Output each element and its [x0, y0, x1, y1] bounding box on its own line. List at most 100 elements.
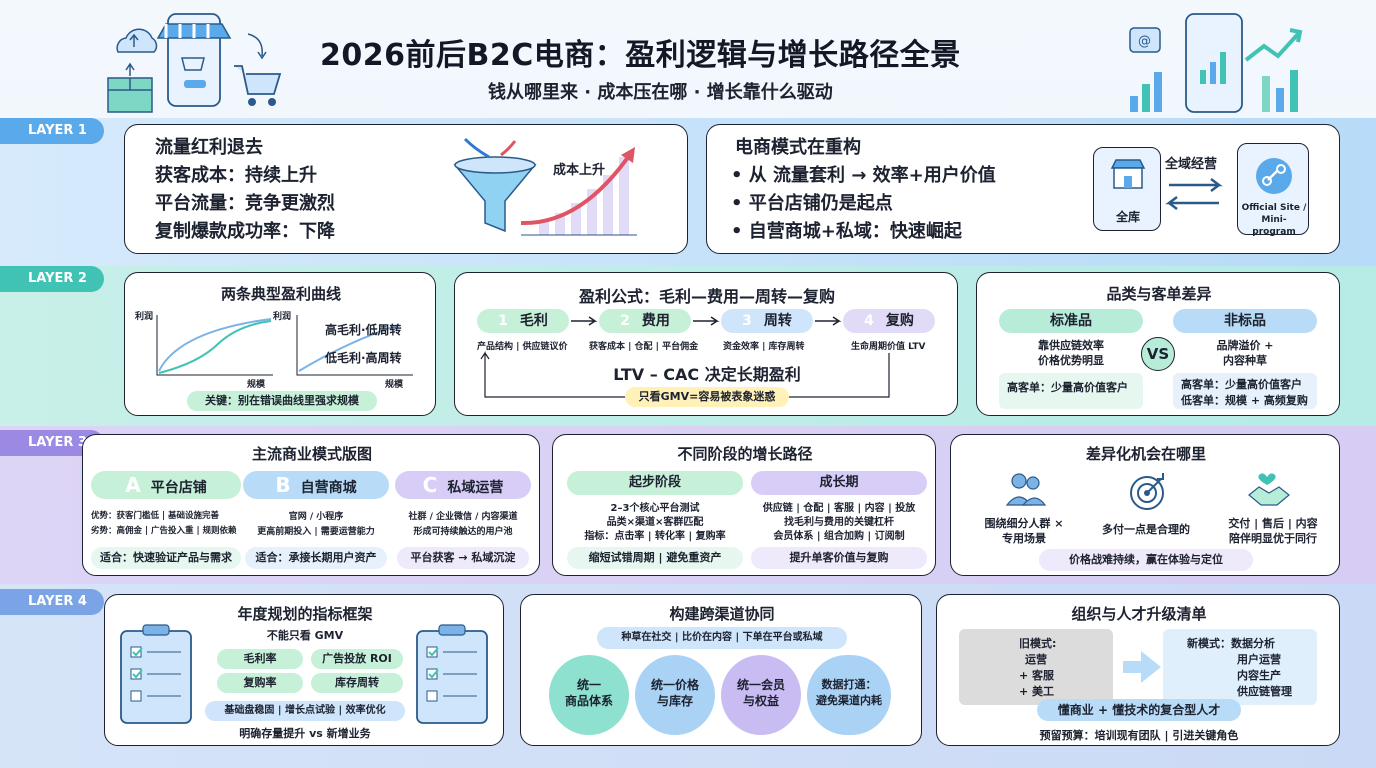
model-bullet: • 从 流量套利 → 效率+用户价值	[731, 165, 996, 186]
new-model-line: 新模式：数据分析	[1187, 637, 1275, 650]
store-label: 全库	[1115, 210, 1140, 224]
trend-arrow-icon	[1244, 28, 1303, 112]
y-axis-label: 利润	[135, 312, 154, 322]
link-icon	[1256, 158, 1292, 194]
channel-circle: 数据打通：避免渠道内耗	[807, 655, 891, 735]
email-icon: @	[1129, 27, 1161, 53]
sync-arrows-icon	[1165, 178, 1223, 210]
formula-flow-arrows	[480, 316, 890, 398]
diff-item-text: 专用场景	[1002, 532, 1046, 545]
target-icon	[1130, 473, 1164, 510]
new-model-line: 供应链管理	[1237, 685, 1292, 698]
svg-text:@: @	[1138, 34, 1151, 49]
page-subtitle: 钱从哪里来 · 成本压在哪 · 增长靠什么驱动	[488, 82, 833, 103]
layer1-tag: LAYER 1	[0, 118, 104, 144]
new-model-box	[1163, 629, 1317, 705]
new-model-line: 用户运营	[1237, 653, 1281, 666]
curves-note: 关键：别在错误曲线里强求规模	[187, 391, 377, 411]
stages-card: 不同阶段的增长路径 起步阶段 成长期 2–3个核心平台测试 品类×渠道×客群匹配…	[552, 434, 936, 576]
y-axis-label: 利润	[273, 312, 292, 322]
x-axis-label: 规模	[247, 380, 266, 390]
traffic-title: 流量红利退去	[155, 137, 263, 158]
model-bullet: • 平台店铺仍是起点	[731, 193, 893, 214]
stage-growth-note: 提升单客价值与复购	[751, 547, 927, 569]
x-axis-label: 规模	[385, 380, 404, 390]
curves-title: 两条典型盈利曲线	[220, 285, 341, 303]
step-desc: 获客成本 | 仓配 | 平台佣金	[589, 342, 699, 352]
model-a-line: 劣势：高佣金 | 广告投入重 | 规则依赖	[91, 526, 237, 536]
stage-growth-pill: 成长期	[751, 471, 927, 495]
standard-goods-pill: 标准品	[999, 309, 1143, 333]
storefront-icon	[1110, 159, 1146, 189]
step-desc: 产品结构 | 供应链议价	[477, 342, 568, 352]
model-c-line: 社群 / 企业微信 / 内容渠道	[408, 512, 518, 522]
diff-note: 价格战难持续，赢在体验与定位	[1039, 549, 1253, 571]
header-band: @ 2026前后B2C电商：盈利逻辑与增长路径全景 钱从哪里来 · 成本压在哪 …	[0, 0, 1376, 118]
model-a-line: 优势：获客门槛低 | 基础设施完善	[91, 511, 220, 521]
traffic-line: 获客成本：持续上升	[155, 165, 317, 186]
store-box: 全库	[1093, 147, 1161, 231]
ltv-cac-line: LTV – CAC 决定长期盈利	[613, 365, 801, 384]
cost-rise-label: 成本上升	[553, 163, 606, 178]
diff-item-text: 交付 | 售后 | 内容	[1228, 517, 1318, 530]
cart-icon	[234, 33, 282, 106]
stage-start-line: 品类×渠道×客群匹配	[606, 517, 704, 528]
diff-title: 差异化机会在哪里	[1085, 445, 1206, 463]
step-desc: 生命周期价值 LTV	[851, 342, 926, 352]
channel-circle: 统一价格与库存	[635, 655, 715, 735]
diff-card: 差异化机会在哪里 围绕细分人群 × 专用场景 多付一点是合理的 交付 | 售后 …	[950, 434, 1340, 576]
new-model-line: 内容生产	[1237, 669, 1281, 682]
stage-growth-line: 找毛利与费用的关键杠杆	[784, 517, 894, 528]
stage-start-line: 指标：点击率 | 转化率 | 复购率	[584, 531, 726, 542]
channel-circle: 统一商品体系	[549, 655, 629, 735]
stage-growth-line: 供应链 | 仓配 | 客服 | 内容 | 投放	[762, 503, 916, 514]
phone-store-icon	[156, 13, 232, 107]
clipboard-checklist-icon	[416, 624, 488, 724]
layer3-tag: LAYER 3	[0, 430, 104, 456]
std-note-box	[999, 373, 1143, 409]
clipboard-icons	[120, 624, 488, 724]
model-bullet: • 自营商城+私域：快速崛起	[731, 221, 962, 242]
page-title: 2026前后B2C电商：盈利逻辑与增长路径全景	[320, 38, 961, 73]
layer4-tag: LAYER 4	[0, 589, 104, 615]
stage-start-note: 缩短试错周期 | 避免重资产	[567, 547, 743, 569]
phone-chart-icon	[1185, 13, 1243, 113]
formula-title: 盈利公式：毛利—费用—周转—复购	[578, 287, 835, 306]
diff-item-text: 围绕细分人群 ×	[984, 517, 1064, 530]
model-b-line: 更高前期投入 | 需要运营能力	[257, 527, 375, 537]
model-card: 电商模式在重构 • 从 流量套利 → 效率+用户价值 • 平台店铺仍是起点 • …	[706, 124, 1340, 254]
traffic-line: 平台流量：竞争更激烈	[155, 193, 335, 214]
model-b-line: 官网 / 小程序	[288, 512, 344, 522]
model-c-fit: 平台获客 → 私域沉淀	[397, 547, 529, 569]
omnichannel-label: 全域经营	[1165, 157, 1218, 172]
stage-start-line: 2–3个核心平台测试	[610, 503, 700, 514]
kpi-metric: 毛利率	[217, 649, 303, 669]
old-model-line: 旧模式:	[1019, 637, 1057, 650]
traffic-card: 流量红利退去 获客成本：持续上升 平台流量：竞争更激烈 复制爆款成功率：下降 成…	[124, 124, 688, 254]
funnel-cost-illustration	[453, 137, 637, 236]
official-site-box: Official Site / Mini-program	[1237, 143, 1309, 237]
org-title: 组织与人才升级清单	[1071, 605, 1207, 623]
vs-badge: VS	[1141, 337, 1175, 371]
diff-icons	[1005, 473, 1290, 510]
std-note: 高客单：少量高价值客户	[1007, 381, 1128, 394]
old-model-line: + 美工	[1019, 685, 1055, 698]
header-illustration-left	[107, 13, 282, 113]
kpi-bottom: 明确存量提升 vs 新增业务	[239, 727, 371, 740]
old-model-line: 运营	[1025, 653, 1047, 666]
std-desc: 价格优势明显	[1038, 354, 1104, 367]
kpi-card: 年度规划的指标框架 不能只看 GMV 毛利率 广告投放 ROI 复购率 库存周转…	[104, 594, 504, 746]
model-a-fit: 适合：快速验证产品与需求	[91, 547, 241, 569]
layer2-tag: LAYER 2	[0, 266, 104, 292]
handshake-icon	[1248, 473, 1290, 506]
diff-item-text: 多付一点是合理的	[1102, 523, 1190, 536]
profit-curves-chart	[156, 315, 413, 376]
model-title: 电商模式在重构	[735, 137, 861, 158]
kpi-metric: 广告投放 ROI	[311, 649, 403, 669]
